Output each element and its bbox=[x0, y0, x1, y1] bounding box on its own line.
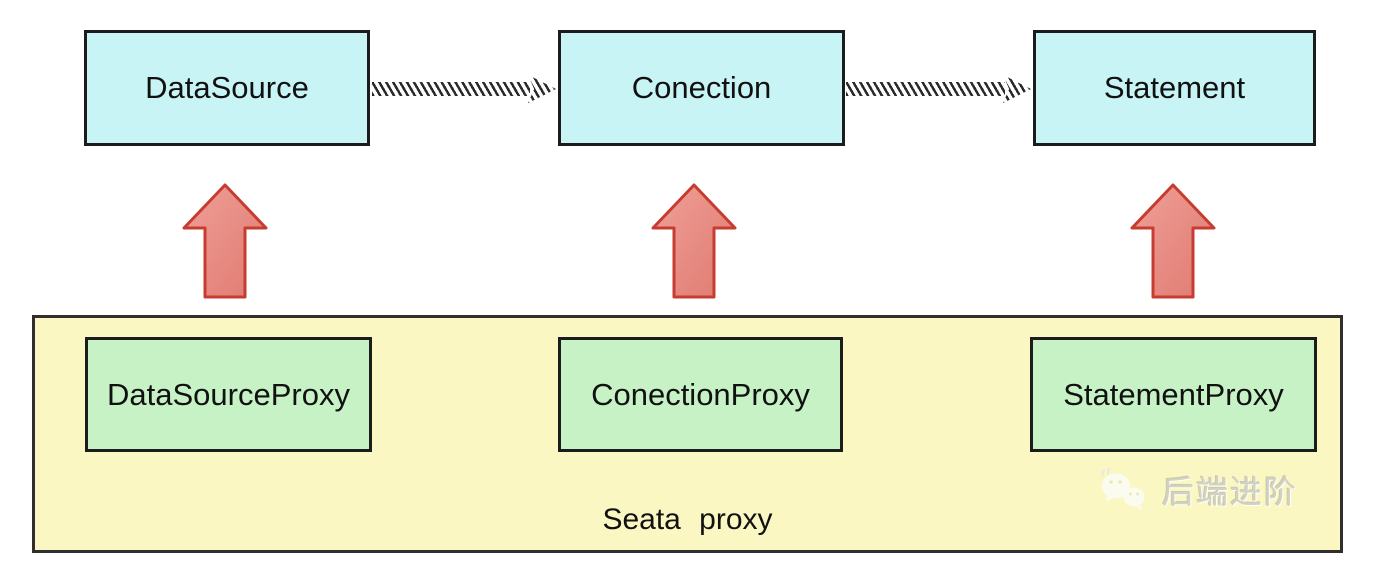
up-arrow-statementproxy-to-statement bbox=[1130, 183, 1216, 299]
up-arrow-conectionproxy-to-conection bbox=[651, 183, 737, 299]
statement-label: Statement bbox=[1103, 70, 1246, 105]
conection-label: Conection bbox=[631, 70, 772, 105]
statementproxy-box: StatementProxy bbox=[1030, 337, 1317, 452]
conectionproxy-label: ConectionProxy bbox=[591, 376, 810, 412]
hatched-arrow-datasource-to-conection bbox=[372, 72, 556, 106]
datasourceproxy-box: DataSourceProxy bbox=[85, 337, 372, 452]
conectionproxy-box: ConectionProxy bbox=[558, 337, 843, 452]
watermark: 后端进阶 bbox=[1098, 466, 1298, 514]
datasource-label: DataSource bbox=[145, 70, 309, 105]
statementproxy-label: StatementProxy bbox=[1063, 376, 1284, 412]
hatched-arrow-conection-to-statement bbox=[846, 72, 1031, 106]
statement-box: Statement bbox=[1033, 30, 1316, 146]
datasource-box: DataSource bbox=[84, 30, 370, 146]
hatched-arrow-shaft bbox=[846, 82, 1005, 96]
up-arrow-datasourceproxy-to-datasource bbox=[182, 183, 268, 299]
hatched-arrow-head-icon bbox=[1003, 74, 1031, 104]
hatched-arrow-shaft bbox=[372, 82, 530, 96]
hatched-arrow-head-icon bbox=[528, 74, 556, 104]
conection-box: Conection bbox=[558, 30, 845, 146]
watermark-text: 后端进阶 bbox=[1162, 474, 1299, 510]
seata-proxy-caption: Seata proxy bbox=[602, 503, 773, 536]
datasourceproxy-label: DataSourceProxy bbox=[107, 376, 350, 412]
chat-bubbles-icon bbox=[1101, 467, 1145, 510]
